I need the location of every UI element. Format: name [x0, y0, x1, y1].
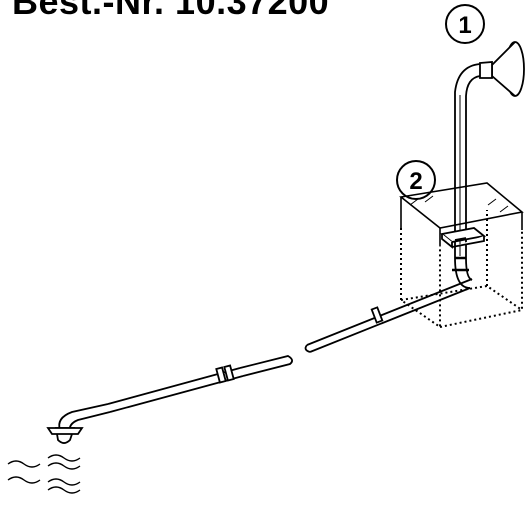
excavation-outline — [400, 210, 523, 329]
callout-1: 1 — [445, 4, 485, 44]
water-waves-icon — [7, 454, 81, 494]
mid-horizontal-pipe — [304, 278, 473, 353]
funnel-intake — [479, 41, 525, 97]
soil-block-top — [399, 182, 524, 246]
lower-long-pipe — [107, 355, 293, 413]
order-number-title: Best.-Nr. 10.37200 — [12, 0, 330, 22]
mounting-flange — [439, 227, 487, 249]
callout-1-label: 1 — [458, 12, 471, 39]
outlet-nozzle — [46, 403, 111, 444]
callout-2: 2 — [396, 160, 436, 200]
vertical-riser-pipe — [454, 63, 481, 258]
callout-2-label: 2 — [409, 168, 422, 195]
